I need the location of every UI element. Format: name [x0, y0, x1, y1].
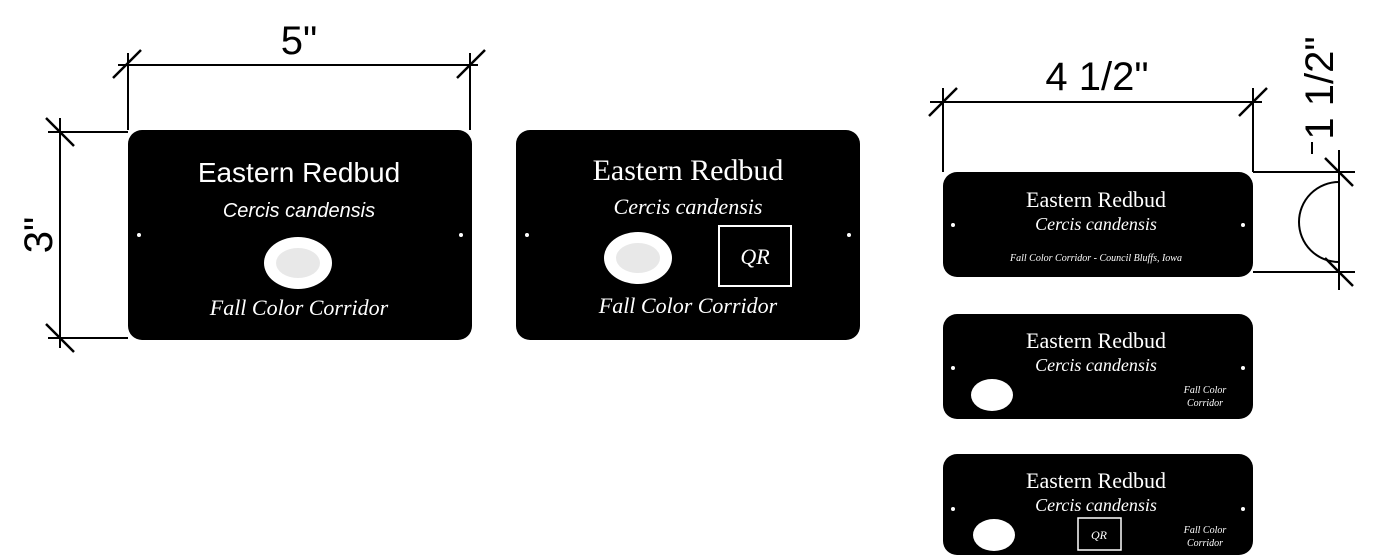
- sign-scientific-name: Cercis candensis: [614, 194, 763, 219]
- sign-footer: Fall Color Corridor: [598, 293, 778, 318]
- sign-small-qr: Eastern Redbud Cercis candensis QR Fall …: [943, 454, 1253, 555]
- dimension-label-height-large: 3": [17, 217, 61, 253]
- dimension-height-large: 3": [17, 117, 128, 353]
- sign-scientific-name: Cercis candensis: [1035, 214, 1157, 234]
- sign-small-logo: Eastern Redbud Cercis candensis Fall Col…: [943, 314, 1253, 419]
- sign-large-qr: Eastern Redbud Cercis candensis QR Fall …: [516, 130, 860, 340]
- sign-common-name: Eastern Redbud: [593, 154, 784, 187]
- sign-large-logo: Eastern Redbud Cercis candensis Fall Col…: [128, 130, 472, 340]
- sign-footer: Fall Color Corridor - Council Bluffs, Io…: [1009, 253, 1182, 264]
- redbud-logo: [604, 232, 672, 284]
- dimension-label-height-small: 1 1/2": [1298, 36, 1342, 139]
- sign-scientific-name: Cercis candensis: [223, 200, 375, 222]
- sign-common-name: Eastern Redbud: [1026, 468, 1166, 493]
- qr-box: [1077, 517, 1122, 551]
- qr-box: [718, 225, 792, 287]
- redbud-logo: [973, 519, 1015, 551]
- sign-footer-line1: Fall Color: [1183, 385, 1227, 396]
- dimension-label-width-large: 5": [281, 19, 317, 63]
- sign-common-name: Eastern Redbud: [1026, 187, 1166, 212]
- qr-label: QR: [1091, 528, 1108, 542]
- dimension-label-width-small: 4 1/2": [1045, 55, 1148, 99]
- qr-label: QR: [740, 244, 770, 269]
- sign-footer-line2: Corridor: [1187, 538, 1223, 549]
- dimension-height-small: 1 1/2": [1253, 36, 1355, 290]
- dimension-width-large: 5": [112, 19, 486, 130]
- sign-footer-line1: Fall Color: [1183, 525, 1227, 536]
- sign-scientific-name: Cercis candensis: [1035, 495, 1157, 515]
- redbud-logo: [971, 379, 1013, 411]
- sign-scientific-name: Cercis candensis: [1035, 355, 1157, 375]
- redbud-logo: [264, 237, 332, 289]
- sign-common-name: Eastern Redbud: [198, 157, 400, 188]
- sign-small-text: Eastern Redbud Cercis candensis Fall Col…: [943, 172, 1253, 277]
- sign-footer: Fall Color Corridor: [209, 295, 389, 320]
- sign-common-name: Eastern Redbud: [1026, 328, 1166, 353]
- sign-footer-line2: Corridor: [1187, 398, 1223, 409]
- dimension-width-small: 4 1/2": [928, 55, 1268, 172]
